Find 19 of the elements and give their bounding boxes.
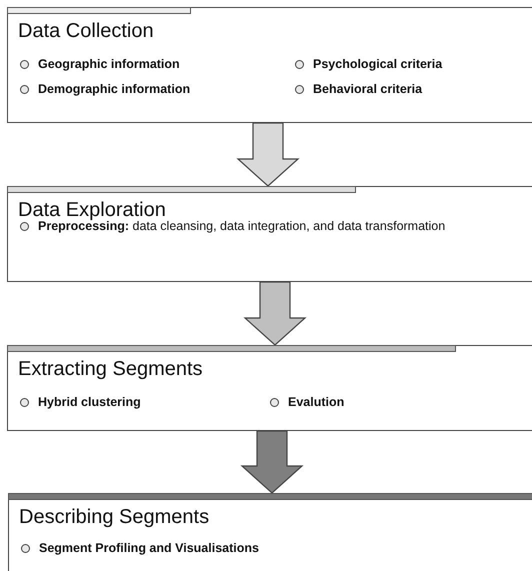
list-item: Geographic information [38,56,181,73]
stage-title: Data Collection [18,20,154,43]
stage-title: Describing Segments [19,506,210,529]
list-item: Preprocessing: data cleansing, data integration, and data transformation [38,219,446,235]
stage-title: Data Exploration [18,199,166,221]
list-item: Segment Profiling and Visualisations [39,540,260,557]
stage-box [7,345,532,431]
stage-box [7,7,532,123]
block-arrow [240,430,304,494]
list-item: Behavioral criteria [313,81,424,98]
list-item: Hybrid clustering [38,394,142,411]
block-arrow [243,281,307,346]
stage-title: Extracting Segments [18,358,203,381]
list-item: Demographic information [38,81,192,98]
block-arrow [236,122,300,187]
list-item: Evalution [288,394,346,411]
stage-box [8,493,532,571]
list-item: Psychological criteria [313,56,444,73]
stage-box [7,186,532,282]
